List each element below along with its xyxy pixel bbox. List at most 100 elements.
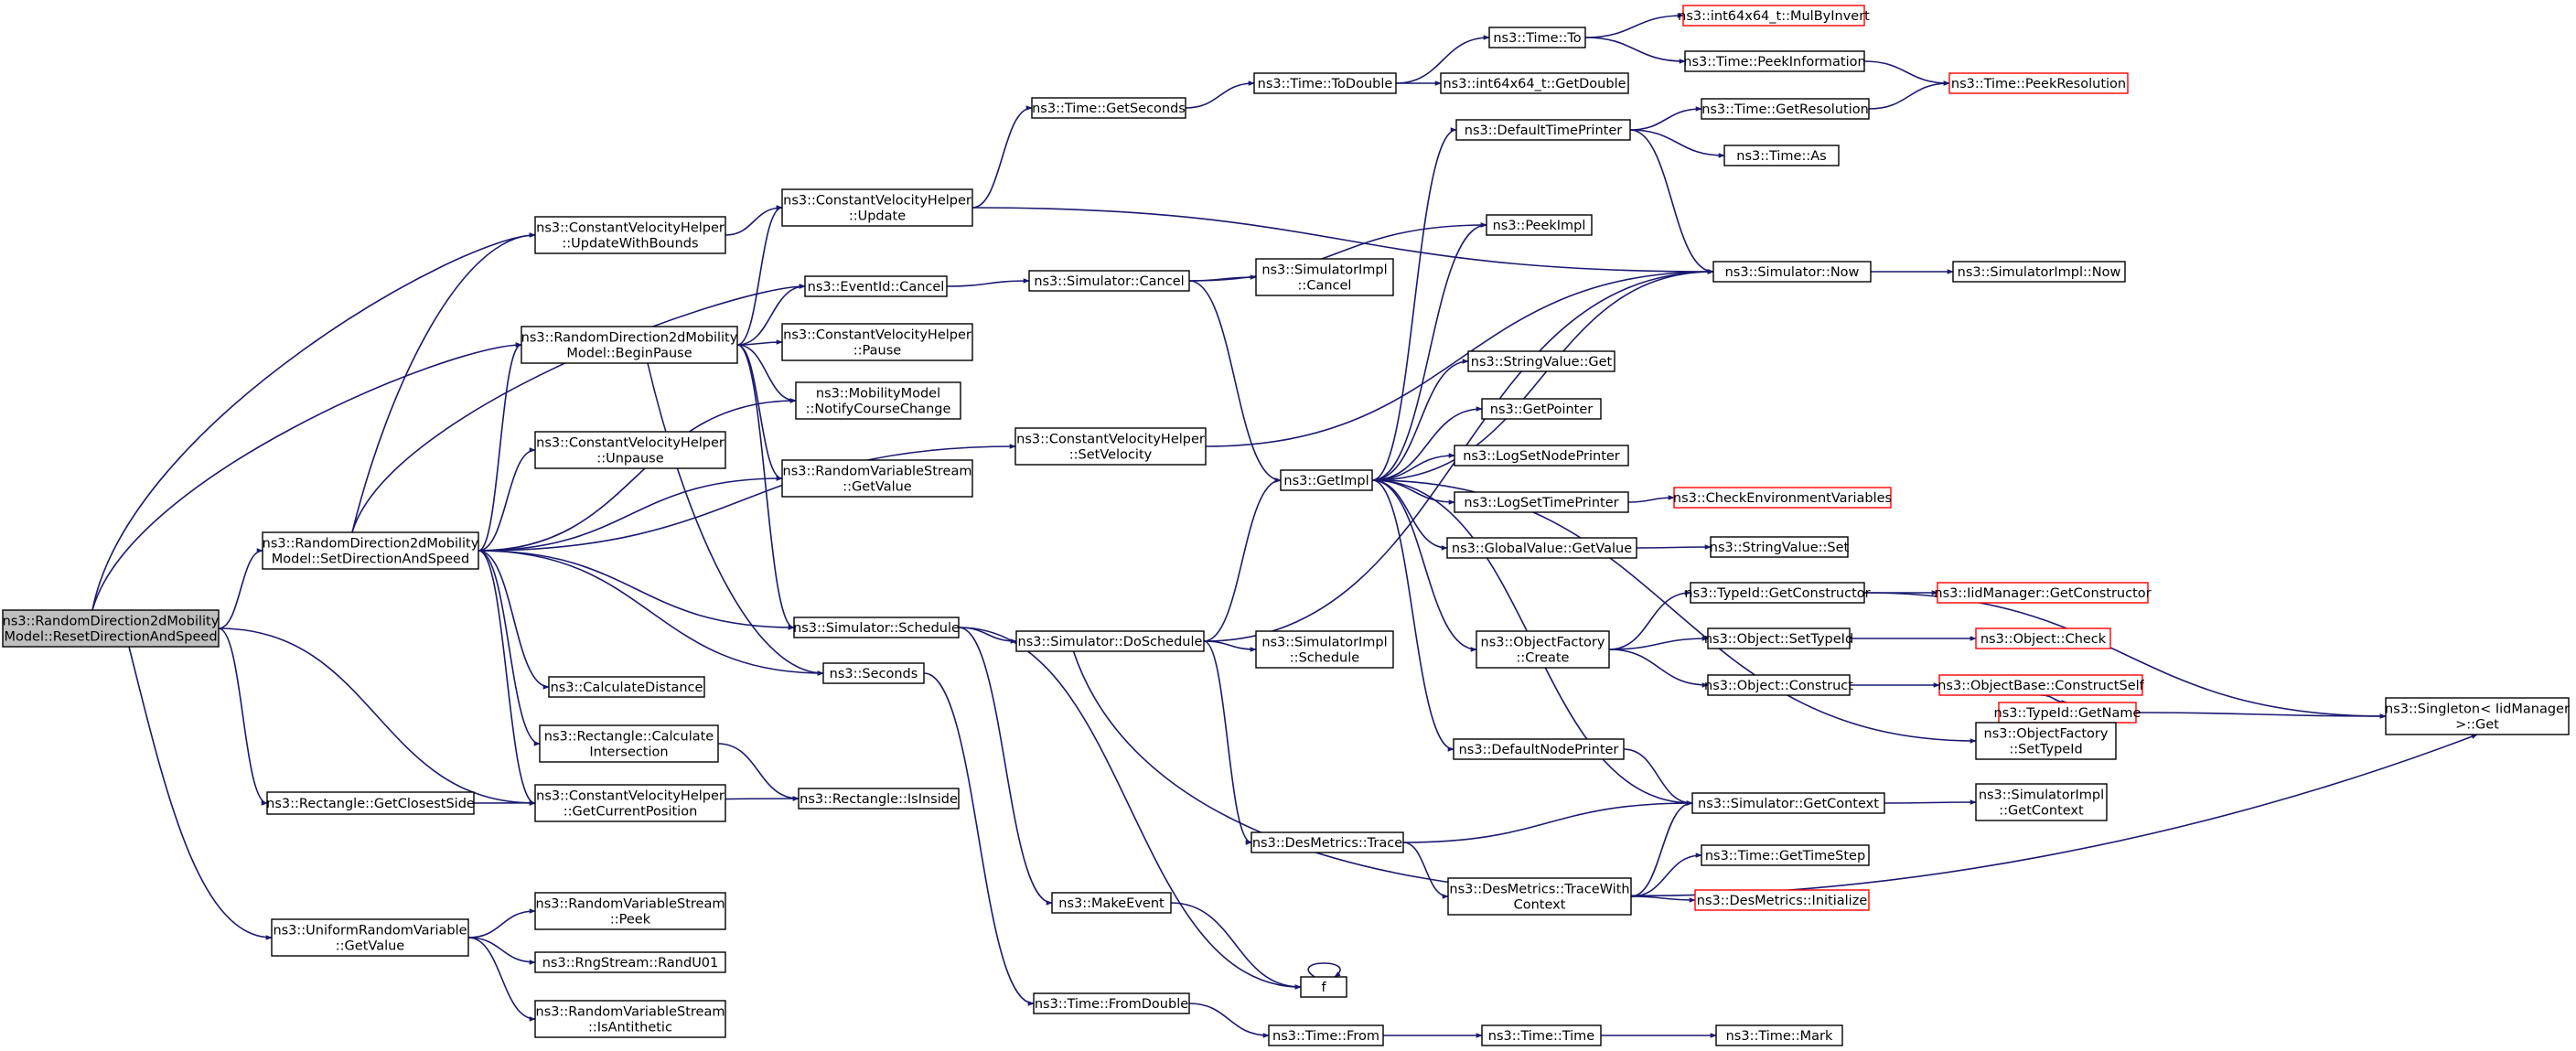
node-objectfactory-settypeid[interactable]: ns3::ObjectFactory::SetTypeId: [1975, 722, 2117, 760]
node-label-line: ns3::LogSetTimePrinter: [1464, 496, 1618, 510]
node-label-line: ns3::IidManager::GetConstructor: [1934, 586, 2151, 601]
node-simimpl-getcontext[interactable]: ns3::SimulatorImpl::GetContext: [1975, 783, 2108, 821]
node-object-settypeid[interactable]: ns3::Object::SetTypeId: [1704, 627, 1853, 649]
node-rvs-peek[interactable]: ns3::RandomVariableStream::Peek: [534, 892, 726, 930]
node-calcdist[interactable]: ns3::CalculateDistance: [548, 676, 705, 698]
node-time-fromdouble[interactable]: ns3::Time::FromDouble: [1033, 992, 1190, 1014]
node-label-line: ns3::Time::From: [1272, 1029, 1379, 1044]
node-int64-getdouble[interactable]: ns3::int64x64_t::GetDouble: [1440, 72, 1629, 94]
node-iidmanager-getconstructor[interactable]: ns3::IidManager::GetConstructor: [1934, 582, 2152, 604]
node-time-getres[interactable]: ns3::Time::GetResolution: [1701, 98, 1870, 120]
node-label-line: ns3::Singleton< IidManager: [2385, 702, 2570, 717]
node-box: [1712, 261, 1872, 283]
node-box: [521, 326, 738, 364]
node-time-peekinfo[interactable]: ns3::Time::PeekInformation: [1683, 50, 1866, 72]
node-urv-getvalue[interactable]: ns3::UniformRandomVariable::GetValue: [271, 918, 469, 957]
node-box: [1691, 792, 1885, 814]
node-makeevent[interactable]: ns3::MakeEvent: [1051, 892, 1172, 914]
node-label-line: ns3::RandomVariableStream: [536, 1005, 725, 1020]
node-sim-doschedule[interactable]: ns3::Simulator::DoSchedule: [1015, 630, 1205, 652]
call-edge-cvh_updbounds-to-cvh_update: [724, 205, 783, 236]
node-sim-getcontext[interactable]: ns3::Simulator::GetContext: [1691, 792, 1885, 814]
node-globalvalue-getvalue[interactable]: ns3::GlobalValue::GetValue: [1446, 537, 1637, 559]
node-defaulttimeprinter[interactable]: ns3::DefaultTimePrinter: [1455, 119, 1631, 141]
node-cvh-update[interactable]: ns3::ConstantVelocityHelper::Update: [781, 188, 973, 227]
node-defaultnodeprinter[interactable]: ns3::DefaultNodePrinter: [1453, 738, 1625, 760]
node-simimpl-now[interactable]: ns3::SimulatorImpl::Now: [1952, 261, 2126, 283]
node-cvh-unpause[interactable]: ns3::ConstantVelocityHelper::Unpause: [534, 431, 726, 469]
node-simimpl-schedule[interactable]: ns3::SimulatorImpl::Schedule: [1255, 630, 1394, 669]
node-box: [1938, 674, 2143, 696]
node-cvh-setvel[interactable]: ns3::ConstantVelocityHelper::SetVelocity: [1014, 427, 1207, 466]
call-edge-logsettimeprinter-to-checkenv: [1627, 495, 1675, 503]
node-label-line: Context: [1514, 898, 1566, 913]
node-rect-closest[interactable]: ns3::Rectangle::GetClosestSide: [266, 791, 475, 815]
node-rng-randu01[interactable]: ns3::RngStream::RandU01: [534, 951, 726, 973]
node-label-line: ns3::ConstantVelocityHelper: [1016, 433, 1205, 447]
node-seconds[interactable]: ns3::Seconds: [822, 662, 925, 684]
node-object-construct[interactable]: ns3::Object::Construct: [1704, 674, 1853, 696]
node-time-to[interactable]: ns3::Time::To: [1488, 27, 1586, 48]
node-cvh-getpos[interactable]: ns3::ConstantVelocityHelper::GetCurrentP…: [534, 784, 726, 822]
node-objectbase-constructself[interactable]: ns3::ObjectBase::ConstructSelf: [1937, 674, 2145, 696]
node-desmetrics-init[interactable]: ns3::DesMetrics::Initialize: [1694, 889, 1870, 911]
node-time-gettimestep[interactable]: ns3::Time::GetTimeStep: [1701, 844, 1870, 866]
node-checkenv[interactable]: ns3::CheckEnvironmentVariables: [1673, 487, 1892, 509]
node-time-todouble[interactable]: ns3::Time::ToDouble: [1253, 72, 1397, 94]
node-f[interactable]: f: [1300, 976, 1347, 998]
node-label-line: Model::SetDirectionAndSpeed: [272, 552, 469, 567]
call-edge-globalvalue_getvalue-to-stringvalue_set: [1636, 544, 1712, 550]
node-box: [822, 662, 925, 684]
node-label-line: ns3::GetImpl: [1283, 474, 1368, 488]
node-time-from[interactable]: ns3::Time::From: [1268, 1024, 1384, 1046]
node-label-line: ns3::ConstantVelocityHelper: [536, 789, 724, 804]
node-sim-schedule[interactable]: ns3::Simulator::Schedule: [793, 617, 960, 638]
node-singleton-get[interactable]: ns3::Singleton< IidManager>::Get: [2385, 697, 2570, 735]
node-label-line: ns3::TypeId::GetConstructor: [1684, 586, 1870, 601]
node-getimpl[interactable]: ns3::GetImpl: [1280, 469, 1373, 491]
node-box: [2385, 697, 2570, 735]
node-stringvalue-get[interactable]: ns3::StringValue::Get: [1467, 350, 1615, 372]
node-stringvalue-set[interactable]: ns3::StringValue::Set: [1710, 536, 1850, 558]
node-sim-cancel[interactable]: ns3::Simulator::Cancel: [1028, 270, 1190, 292]
node-time-getseconds[interactable]: ns3::Time::GetSeconds: [1031, 97, 1186, 119]
node-cvh-pause[interactable]: ns3::ConstantVelocityHelper::Pause: [781, 323, 973, 361]
node-time-time[interactable]: ns3::Time::Time: [1481, 1024, 1602, 1046]
node-time-peekres[interactable]: ns3::Time::PeekResolution: [1948, 72, 2129, 94]
node-sim-now[interactable]: ns3::Simulator::Now: [1712, 261, 1872, 283]
node-peekimpl[interactable]: ns3::PeekImpl: [1486, 214, 1593, 236]
node-time-as[interactable]: ns3::Time::As: [1723, 145, 1840, 166]
call-edges: [91, 13, 2478, 1038]
node-label-line: ns3::CheckEnvironmentVariables: [1673, 491, 1892, 506]
node-simimpl-cancel[interactable]: ns3::SimulatorImpl::Cancel: [1255, 258, 1394, 296]
node-label-line: ::SetTypeId: [2009, 743, 2082, 757]
node-desmetrics-trace[interactable]: ns3::DesMetrics::Trace: [1250, 831, 1404, 853]
node-beginpause[interactable]: ns3::RandomDirection2dMobilityModel::Beg…: [521, 326, 738, 364]
call-edge-setdir-to-rvs_getvalue: [478, 476, 783, 552]
node-setdir[interactable]: ns3::RandomDirection2dMobilityModel::Set…: [262, 531, 479, 570]
node-logsetnodeprinter[interactable]: ns3::LogSetNodePrinter: [1454, 445, 1629, 467]
node-label-line: ns3::Time::Time: [1488, 1029, 1595, 1044]
node-int64-mulbyinvert[interactable]: ns3::int64x64_t::MulByInvert: [1678, 5, 1870, 27]
node-object-check[interactable]: ns3::Object::Check: [1975, 627, 2111, 649]
node-typeid-getconstructor[interactable]: ns3::TypeId::GetConstructor: [1684, 582, 1871, 604]
node-rvs-getvalue[interactable]: ns3::RandomVariableStream::GetValue: [781, 459, 973, 498]
node-label-line: ns3::LogSetNodePrinter: [1463, 449, 1620, 464]
node-label-line: ns3::RngStream::RandU01: [542, 956, 719, 971]
node-typeid-getname[interactable]: ns3::TypeId::GetName: [1994, 702, 2141, 724]
node-cvh-updbounds[interactable]: ns3::ConstantVelocityHelper::UpdateWithB…: [534, 216, 726, 254]
call-edge-sim_cancel-to-getimpl: [1188, 280, 1282, 483]
call-edge-beginpause-to-mm_notify: [736, 344, 797, 403]
node-objectfactory-create[interactable]: ns3::ObjectFactory::Create: [1476, 630, 1610, 669]
node-mm-notify[interactable]: ns3::MobilityModel::NotifyCourseChange: [795, 381, 961, 420]
node-logsettimeprinter[interactable]: ns3::LogSetTimePrinter: [1454, 491, 1629, 513]
node-rect-isinside[interactable]: ns3::Rectangle::IsInside: [798, 788, 960, 810]
node-eventid-cancel[interactable]: ns3::EventId::Cancel: [804, 275, 948, 297]
node-label-line: ns3::Object::Check: [1980, 632, 2107, 647]
node-time-mark[interactable]: ns3::Time::Mark: [1715, 1024, 1843, 1046]
node-getpointer[interactable]: ns3::GetPointer: [1481, 398, 1602, 420]
node-rvs-isanti[interactable]: ns3::RandomVariableStream::IsAntithetic: [534, 1000, 726, 1038]
node-label-line: ns3::int64x64_t::MulByInvert: [1678, 9, 1870, 24]
